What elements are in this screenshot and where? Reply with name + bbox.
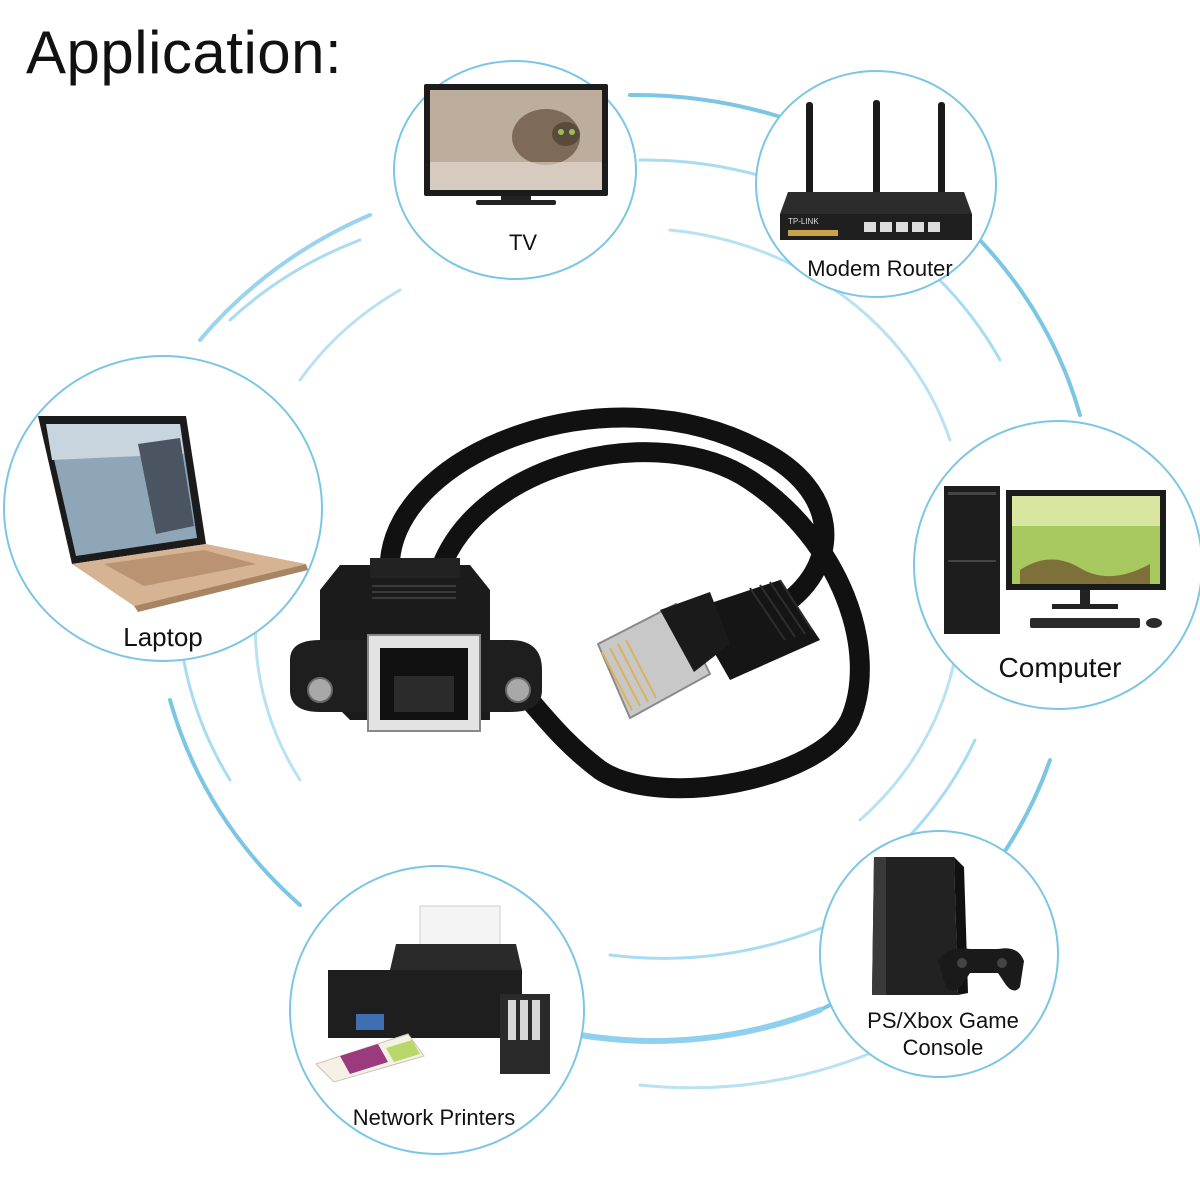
printer-icon [316,905,550,1083]
tv-label: TV [508,230,538,255]
ethernet-cable-icon [290,407,870,799]
page-title: Application: [26,19,343,86]
tv-icon [424,84,608,205]
console-label-line1: PS/Xbox Game [867,1008,1019,1033]
laptop-label: Laptop [123,622,203,652]
computer-icon [944,486,1166,634]
laptop-icon [38,416,308,612]
printer-label: Network Printers [352,1105,516,1130]
router-icon: TP-LINK [780,100,972,240]
computer-label: Computer [998,652,1122,683]
svg-text:TP-LINK: TP-LINK [788,217,819,226]
console-label-line2: Console [902,1035,984,1060]
router-label: Modem Router [807,256,953,281]
game-console-icon [872,857,1024,995]
